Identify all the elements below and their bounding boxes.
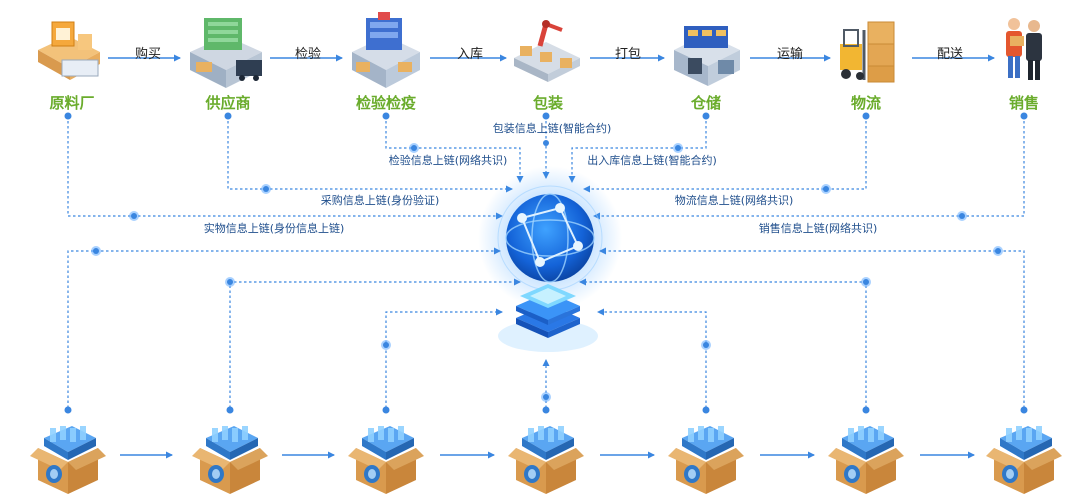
product-box-4 [668, 426, 744, 494]
product-box-0 [30, 426, 106, 494]
info-label-inspection: 检验信息上链(网络共识) [389, 153, 508, 167]
info-label-warehouse: 出入库信息上链(智能合约) [587, 153, 717, 167]
info-label-sales: 销售信息上链(网络共识) [759, 221, 878, 235]
stage-label-1: 供应商 [204, 94, 250, 112]
product-box-2 [348, 426, 424, 494]
arrow-label-4: 运输 [777, 46, 803, 62]
stage-label-3: 包装 [533, 94, 564, 112]
supplier-building-icon [190, 18, 262, 88]
info-label-logistics: 物流信息上链(网络共识) [675, 193, 794, 207]
stage-label-6: 销售 [1009, 94, 1039, 112]
stage-labels: 原料厂 供应商 检验检疫 包装 仓储 物流 销售 [49, 94, 1039, 112]
forklift-icon [840, 21, 895, 83]
arrow-label-2: 入库 [457, 46, 483, 62]
sales-people-icon [1006, 18, 1042, 80]
factory-icon [38, 21, 100, 80]
product-box-3 [508, 426, 584, 494]
database-stack-icon [498, 284, 598, 352]
info-label-purchase: 采购信息上链(身份验证) [321, 193, 440, 207]
packaging-robot-arm-icon [514, 20, 580, 82]
stage-flow-arrow-labels: 购买 检验 入库 打包 运输 配送 [135, 46, 963, 62]
stage-label-5: 物流 [851, 94, 881, 112]
blockchain-globe-icon [478, 166, 622, 310]
arrow-label-5: 配送 [937, 47, 963, 62]
info-label-material: 实物信息上链(身份信息上链) [204, 221, 345, 235]
info-label-packaging: 包装信息上链(智能合约) [493, 121, 612, 135]
product-box-5 [828, 426, 904, 494]
arrow-label-0: 购买 [135, 46, 161, 62]
product-box-1 [192, 426, 268, 494]
stage-label-4: 仓储 [690, 94, 721, 112]
inspection-building-icon [352, 12, 420, 88]
arrow-label-1: 检验 [295, 46, 321, 62]
info-labels: 包装信息上链(智能合约) 检验信息上链(网络共识) 出入库信息上链(智能合约) … [204, 121, 878, 235]
arrow-label-3: 打包 [615, 47, 641, 62]
product-boxes [30, 426, 1062, 494]
lower-product-connectors [64, 246, 1028, 414]
upper-info-connectors [64, 112, 1028, 221]
product-box-6 [986, 426, 1062, 494]
stage-label-0: 原料厂 [49, 94, 94, 112]
stage-label-2: 检验检疫 [356, 94, 416, 112]
warehouse-icon [674, 26, 740, 86]
